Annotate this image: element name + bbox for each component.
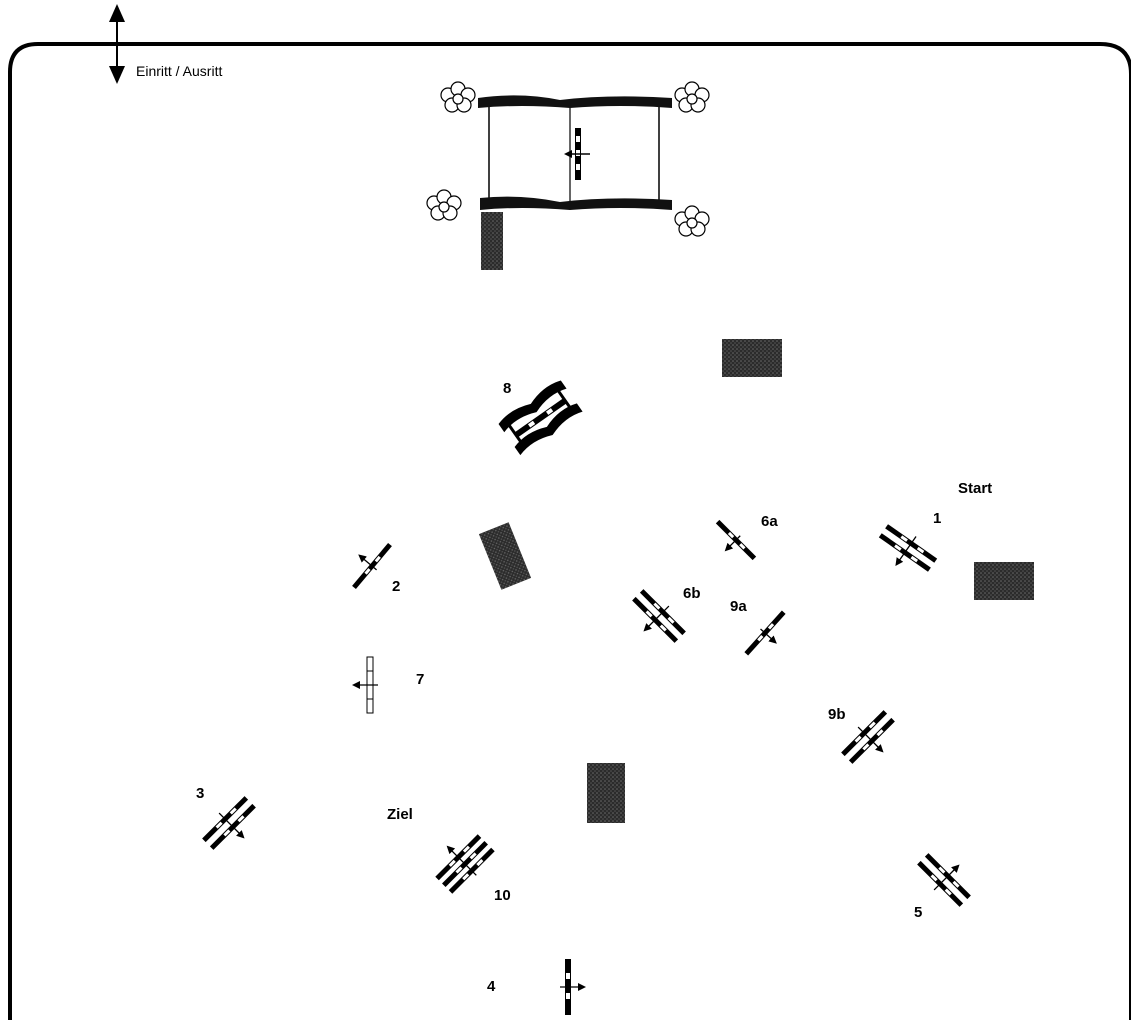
obstacle-9b-jump [841, 710, 895, 764]
water-jump-structure [478, 95, 672, 270]
obstacle-label-1: 1 [933, 510, 942, 527]
obstacle-1-jump [878, 524, 938, 572]
obstacle-label-3: 3 [196, 785, 205, 802]
obstacle-label-7: 7 [416, 671, 425, 688]
obstacle-6a-jump [715, 519, 757, 561]
obstacle-label-9b: 9b [828, 706, 846, 723]
arena-border [8, 42, 1131, 1020]
obstacle-3-jump [202, 796, 256, 850]
obstacle-6b-jump [632, 589, 686, 643]
obstacle-label-6b: 6b [683, 585, 701, 602]
bush-icon [426, 81, 710, 237]
obstacle-4-jump [560, 959, 586, 1015]
start-label: Start [958, 480, 993, 497]
finish-label: Ziel [387, 806, 413, 823]
obstacle-label-4: 4 [487, 978, 496, 995]
entry-exit-arrow-icon [109, 4, 125, 84]
obstacle-7-jump [352, 656, 378, 714]
obstacle-label-5: 5 [914, 904, 923, 921]
obstacle-5-jump [917, 853, 971, 907]
obstacle-10-jump [435, 834, 495, 894]
obstacle-label-6a: 6a [761, 513, 778, 530]
obstacle-label-9a: 9a [730, 598, 747, 615]
obstacle-label-2: 2 [392, 578, 401, 595]
entry-exit-label: Einritt / Ausritt [136, 63, 223, 79]
obstacle-9a-jump [744, 610, 786, 656]
obstacle-label-10: 10 [494, 887, 511, 904]
obstacle-8-jump [498, 380, 583, 456]
decoration-blocks [478, 339, 1034, 823]
obstacle-label-8: 8 [503, 380, 512, 397]
obstacle-2-jump [352, 542, 392, 590]
